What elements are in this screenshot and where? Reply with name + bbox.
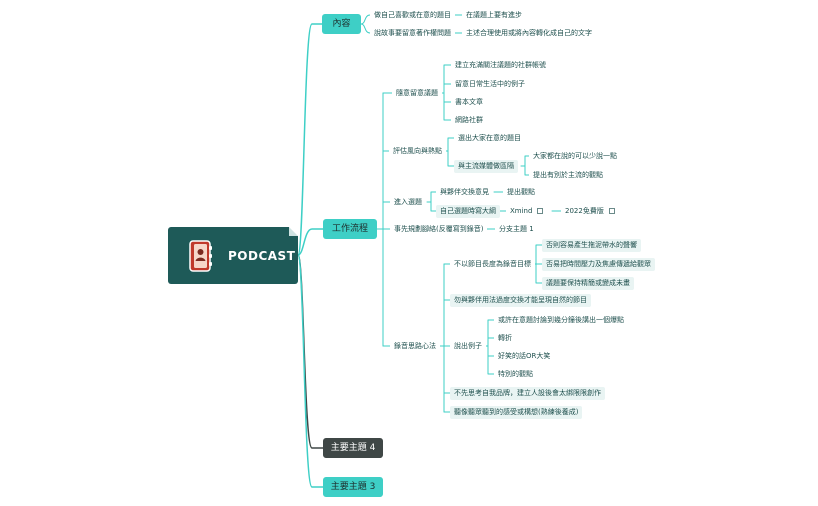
length-item-3[interactable]: 議題要保持精簡或變成未畫 bbox=[542, 277, 634, 290]
external-link-icon bbox=[537, 208, 544, 214]
external-link-icon bbox=[608, 208, 615, 214]
examples-item-1[interactable]: 或許在意題討論到幾分鐘後講出一個爆點 bbox=[494, 314, 628, 327]
recording-no-alternate[interactable]: 勿與夥伴用法過度交換才能呈現自然的節目 bbox=[450, 294, 591, 307]
recording-length[interactable]: 不以節目長度為錄音目標 bbox=[450, 258, 535, 271]
mainstream-item-1[interactable]: 大家都在說的可以少說一點 bbox=[529, 150, 621, 163]
outline-tool-note-label: 2022免費版 bbox=[565, 207, 604, 215]
root-title: PODCAST bbox=[228, 248, 296, 263]
examples-item-3[interactable]: 好笑的話OR大笑 bbox=[494, 350, 555, 363]
workflow-select[interactable]: 進入選題 bbox=[390, 196, 426, 209]
main-topic-workflow[interactable]: 工作流程 bbox=[323, 219, 377, 239]
evaluate-item-1[interactable]: 選出大家在意的題目 bbox=[454, 132, 525, 145]
topic-notes-item-2[interactable]: 留意日常生活中的例子 bbox=[451, 78, 529, 91]
length-item-2[interactable]: 否易把時間壓力及焦慮傳遞給觀眾 bbox=[542, 258, 655, 271]
examples-item-2[interactable]: 轉折 bbox=[494, 332, 516, 345]
recording-listen[interactable]: 聽像聽眾聽到的感受或構想(熟練後養成) bbox=[450, 406, 583, 419]
examples-item-4[interactable]: 特別的觀點 bbox=[494, 368, 537, 381]
select-partner[interactable]: 與夥伴交換意見 bbox=[436, 186, 493, 199]
outline-tool-link[interactable]: Xmind bbox=[506, 205, 548, 218]
evaluate-mainstream[interactable]: 與主流媒體做區隔 bbox=[454, 160, 518, 173]
outline-tool-note-link[interactable]: 2022免費版 bbox=[561, 205, 619, 218]
outline-tool-label: Xmind bbox=[510, 207, 533, 215]
content-item-2-child[interactable]: 主述合理使用或將內容轉化成自己的文字 bbox=[462, 27, 596, 40]
script-first-child[interactable]: 分支主題 1 bbox=[495, 223, 538, 236]
workflow-topic-notes[interactable]: 隨意留意議題 bbox=[392, 87, 442, 100]
root-topic[interactable]: PODCAST bbox=[168, 227, 298, 284]
workflow-recording[interactable]: 錄音思路心法 bbox=[390, 340, 440, 353]
topic-notes-item-4[interactable]: 網路社群 bbox=[451, 114, 487, 127]
main-topic-3[interactable]: 主要主題 3 bbox=[323, 477, 383, 497]
select-partner-child[interactable]: 提出觀點 bbox=[503, 186, 539, 199]
length-item-1[interactable]: 否則容易產生拖泥帶水的聲響 bbox=[542, 239, 641, 252]
main-topic-4[interactable]: 主要主題 4 bbox=[323, 438, 383, 458]
recording-brand[interactable]: 不先思考自我品牌，建立人設後會太綁限限創作 bbox=[450, 387, 605, 400]
content-item-2[interactable]: 說故事要留意著作權問題 bbox=[370, 27, 455, 40]
select-outline[interactable]: 自己選題時寫大綱 bbox=[436, 205, 500, 218]
address-book-icon bbox=[189, 239, 212, 272]
main-topic-content[interactable]: 內容 bbox=[322, 14, 361, 34]
workflow-evaluate[interactable]: 評估風向與熱點 bbox=[389, 145, 446, 158]
recording-examples[interactable]: 說出例子 bbox=[450, 340, 486, 353]
mainstream-item-2[interactable]: 提出有別於主流的觀點 bbox=[529, 169, 607, 182]
content-item-1-child[interactable]: 在議題上要有進步 bbox=[462, 9, 526, 22]
topic-notes-item-3[interactable]: 書本文章 bbox=[451, 96, 487, 109]
content-item-1[interactable]: 做自己喜歡或在意的題目 bbox=[370, 9, 455, 22]
corner-fold bbox=[289, 227, 298, 236]
topic-notes-item-1[interactable]: 建立充滿關注議題的社群帳號 bbox=[451, 59, 550, 72]
workflow-script-first[interactable]: 事先規劃腳絡(反覆寫到錄音) bbox=[390, 223, 488, 236]
